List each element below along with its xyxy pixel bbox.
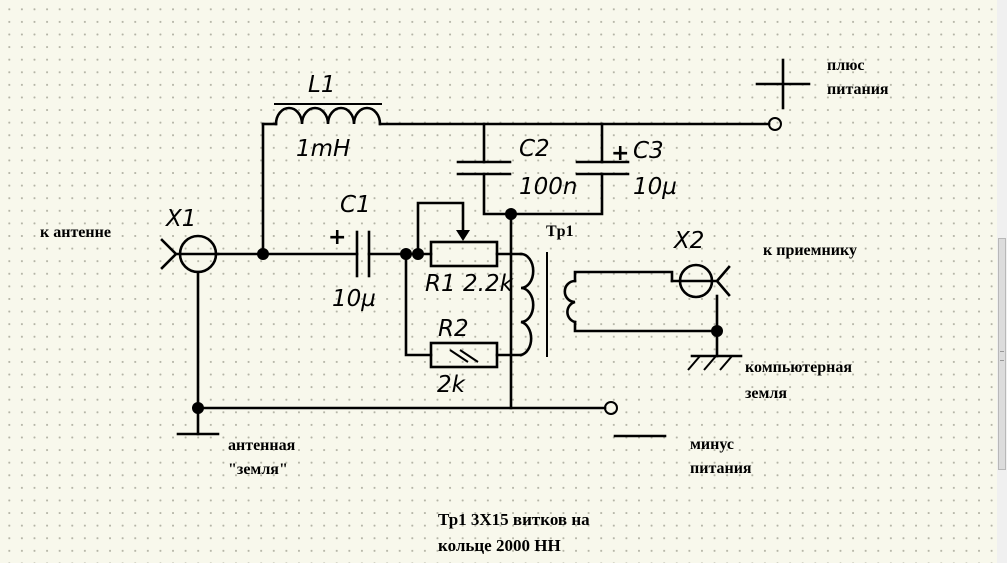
minus-terminal[interactable] <box>604 401 618 415</box>
tr1-secondary-winding <box>563 279 577 324</box>
r1-wiper-arrow-icon <box>456 230 470 241</box>
l1-inductor[interactable] <box>274 103 382 126</box>
footnote-line2: кольце 2000 НН <box>438 536 561 555</box>
label-to-antenna: к антенне <box>40 224 111 241</box>
r2-value: 2k <box>437 372 467 398</box>
c2-capacitor[interactable] <box>456 160 512 176</box>
c1-capacitor[interactable] <box>355 230 371 278</box>
x2-connector-pin <box>715 265 731 297</box>
c3-value: 10µ <box>633 174 677 200</box>
r1-potentiometer[interactable] <box>429 230 499 268</box>
c3-capacitor[interactable] <box>575 160 630 176</box>
x2-connector[interactable] <box>670 263 731 299</box>
wires <box>176 122 771 436</box>
chassis-ground-icon <box>687 354 743 371</box>
x1-connector[interactable] <box>160 234 220 274</box>
junction-dot <box>400 248 412 260</box>
c3-name: C3 <box>633 138 664 164</box>
tr1-primary-winding <box>519 252 535 357</box>
label-to-receiver: к приемнику <box>763 242 857 259</box>
wire-r1-wiper <box>416 201 465 256</box>
r1-value: 2.2k <box>463 271 515 297</box>
r1-body <box>429 240 499 268</box>
r2-hatch <box>459 349 479 363</box>
label-computer-ground-line1: компьютерная <box>745 359 852 376</box>
vertical-scrollbar[interactable] <box>997 0 1007 563</box>
label-minus-line1: минус <box>690 436 734 453</box>
l1-coil <box>274 106 382 126</box>
c3-polarity: + <box>611 141 629 166</box>
r2-hatch <box>449 349 469 363</box>
scrollbar-thumb[interactable] <box>998 238 1006 470</box>
c1-polarity: + <box>328 225 346 250</box>
r2-resistor[interactable] <box>429 341 499 369</box>
wire-c2-bottom <box>482 172 604 216</box>
label-plus-line1: плюс <box>827 57 865 74</box>
junction-dot <box>505 208 517 220</box>
footnote-line1: Тр1 3Х15 витков на <box>438 510 590 529</box>
junction-dot <box>711 325 723 337</box>
wire-r2-left <box>404 252 433 357</box>
tr1-transformer[interactable] <box>519 252 577 357</box>
c1-value: 10µ <box>332 286 376 312</box>
x2-name: X2 <box>673 228 704 254</box>
plus-sign-icon <box>755 58 811 110</box>
label-plus-line2: питания <box>827 81 889 98</box>
c2-value: 100n <box>519 174 577 200</box>
junction-dot <box>412 248 424 260</box>
c1-name: C1 <box>340 192 371 218</box>
label-antenna-ground-line2: "земля" <box>228 461 288 478</box>
junction-dot <box>257 248 269 260</box>
wire-sec-bottom <box>573 320 719 333</box>
r1-name: R1 <box>425 271 456 297</box>
junctions <box>192 208 723 414</box>
plus-terminal[interactable] <box>768 117 782 131</box>
label-minus-line2: питания <box>690 460 752 477</box>
scrollbar-grip-icon <box>1000 351 1004 361</box>
r2-name: R2 <box>438 316 469 342</box>
wire-sec-top <box>573 270 674 283</box>
label-computer-ground-line2: земля <box>745 385 787 402</box>
l1-value: 1mH <box>296 136 350 162</box>
x1-name: X1 <box>165 206 196 232</box>
r2-body <box>429 341 499 369</box>
label-antenna-ground-line1: антенная <box>228 437 296 454</box>
l1-name: L1 <box>308 72 335 98</box>
tr1-name: Tp1 <box>546 223 574 240</box>
junction-dot <box>192 402 204 414</box>
x1-connector-pin <box>160 238 178 270</box>
c2-name: C2 <box>519 136 550 162</box>
